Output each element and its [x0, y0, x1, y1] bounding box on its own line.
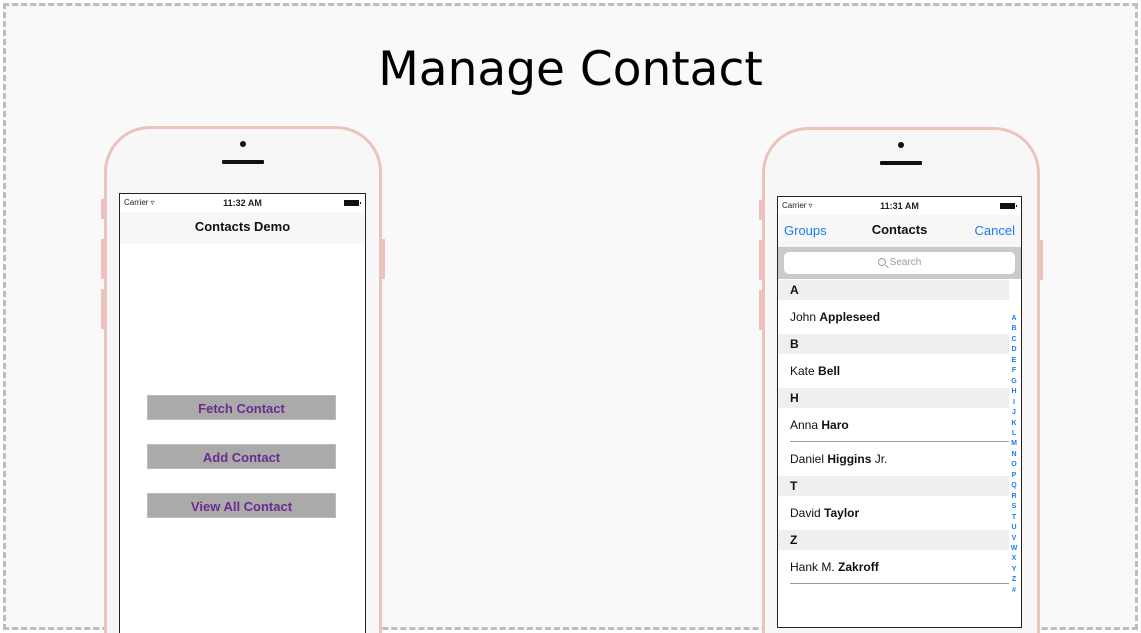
status-time: 11:32 AM	[223, 198, 262, 208]
battery-icon	[1000, 203, 1017, 209]
index-letter[interactable]: A	[1011, 315, 1017, 322]
index-letter[interactable]: G	[1011, 377, 1017, 385]
speaker-grille	[880, 161, 922, 165]
wifi-icon: ▿	[150, 198, 155, 207]
cancel-button[interactable]: Cancel	[974, 223, 1015, 238]
search-input[interactable]: Search	[784, 252, 1015, 274]
navigation-bar: Groups Contacts Cancel	[778, 215, 1021, 247]
phone-power-button	[382, 239, 385, 279]
phone-mute-switch	[759, 200, 762, 220]
status-bar: Carrier▿ 11:32 AM	[120, 194, 365, 212]
groups-button[interactable]: Groups	[784, 223, 827, 238]
navigation-bar: Contacts Demo	[120, 212, 365, 244]
index-letter[interactable]: O	[1011, 461, 1017, 469]
index-letter[interactable]: E	[1011, 356, 1017, 364]
left-phone-frame: Carrier▿ 11:32 AM Contacts Demo Fetch Co…	[101, 126, 385, 633]
nav-title: Contacts	[871, 222, 928, 237]
index-letter[interactable]: U	[1011, 524, 1017, 532]
index-letter[interactable]: D	[1011, 346, 1017, 354]
section-header-z: Z	[778, 530, 1009, 550]
index-letter[interactable]: H	[1011, 388, 1017, 396]
contact-row[interactable]: Hank M. Zakroff	[778, 550, 1009, 584]
index-letter[interactable]: #	[1012, 586, 1016, 594]
index-letter[interactable]: J	[1012, 409, 1016, 417]
phone-volume-up	[101, 239, 104, 279]
index-letter[interactable]: L	[1011, 429, 1017, 437]
index-letter[interactable]: W	[1010, 544, 1018, 552]
status-time: 11:31 AM	[880, 201, 919, 211]
camera-icon	[898, 142, 904, 148]
status-bar: Carrier▿ 11:31 AM	[778, 197, 1021, 215]
section-header-b: B	[778, 334, 1009, 354]
search-bar-container: Search	[778, 247, 1021, 279]
view-all-contact-button[interactable]: View All Contact	[147, 493, 336, 518]
index-letter[interactable]: S	[1011, 503, 1017, 511]
index-letter[interactable]: C	[1011, 335, 1017, 343]
carrier-label: Carrier▿	[782, 201, 813, 210]
contact-row[interactable]: John Appleseed	[778, 300, 1009, 334]
index-letter[interactable]: T	[1011, 513, 1017, 521]
right-phone-screen: Carrier▿ 11:31 AM Groups Contacts Cancel…	[777, 196, 1022, 628]
index-letter[interactable]: Q	[1011, 482, 1017, 490]
index-letter[interactable]: M	[1011, 440, 1017, 448]
contacts-list[interactable]: A John Appleseed B Kate Bell H Anna Haro…	[778, 280, 1009, 584]
phone-volume-up	[759, 240, 762, 280]
battery-icon	[344, 200, 361, 206]
section-header-t: T	[778, 476, 1009, 496]
index-letter[interactable]: R	[1011, 492, 1017, 500]
contact-row[interactable]: Daniel Higgins Jr.	[778, 442, 1009, 476]
index-letter[interactable]: X	[1011, 555, 1017, 563]
index-letter[interactable]: F	[1011, 367, 1017, 375]
contact-row[interactable]: Anna Haro	[778, 408, 1009, 442]
index-letter[interactable]: I	[1013, 398, 1015, 406]
fetch-contact-button[interactable]: Fetch Contact	[147, 395, 336, 420]
carrier-label: Carrier▿	[124, 198, 155, 207]
index-letter[interactable]: Y	[1011, 565, 1017, 573]
speaker-grille	[222, 160, 264, 164]
slide-title: Manage Contact	[378, 42, 763, 97]
phone-power-button	[1040, 240, 1043, 280]
index-letter[interactable]: V	[1011, 534, 1017, 542]
wifi-icon: ▿	[808, 201, 813, 210]
index-letter[interactable]: B	[1011, 325, 1017, 333]
left-phone-screen: Carrier▿ 11:32 AM Contacts Demo Fetch Co…	[119, 193, 366, 633]
search-placeholder: Search	[889, 257, 922, 268]
index-letter[interactable]: P	[1011, 471, 1017, 479]
section-header-a: A	[778, 280, 1009, 300]
index-letter[interactable]: Z	[1011, 576, 1017, 584]
right-phone-frame: Carrier▿ 11:31 AM Groups Contacts Cancel…	[759, 127, 1043, 633]
phone-mute-switch	[101, 199, 104, 219]
index-letter[interactable]: N	[1011, 450, 1017, 458]
contact-row[interactable]: David Taylor	[778, 496, 1009, 530]
section-header-h: H	[778, 388, 1009, 408]
index-letter[interactable]: K	[1011, 419, 1017, 427]
add-contact-button[interactable]: Add Contact	[147, 444, 336, 469]
nav-title: Contacts Demo	[194, 219, 291, 234]
search-icon	[877, 258, 886, 266]
contact-row[interactable]: Kate Bell	[778, 354, 1009, 388]
phone-volume-down	[101, 289, 104, 329]
camera-icon	[240, 141, 246, 147]
phone-volume-down	[759, 290, 762, 330]
